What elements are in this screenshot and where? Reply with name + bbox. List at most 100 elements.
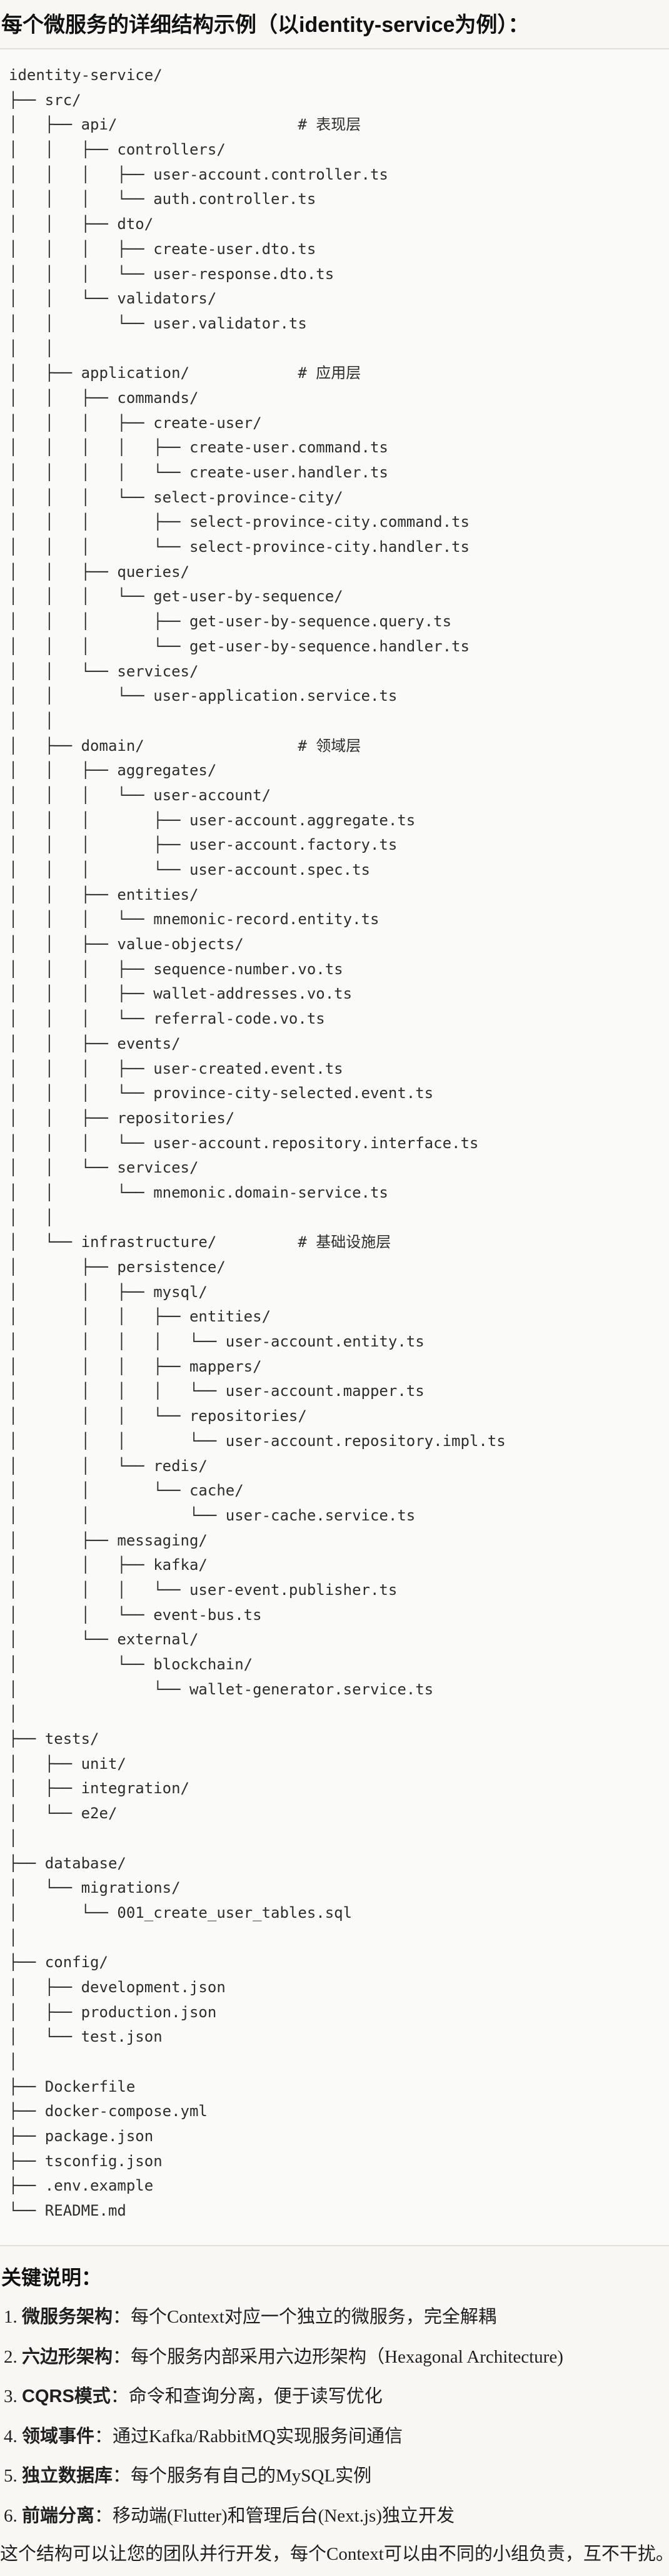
tree-line: │ ├── api/ # 表现层 bbox=[9, 116, 361, 134]
tree-line: │ │ │ └── mnemonic-record.entity.ts bbox=[9, 910, 380, 929]
tree-line: │ │ ├── controllers/ bbox=[9, 141, 226, 159]
tree-line: identity-service/ bbox=[9, 66, 163, 84]
tree-line: │ │ │ ├── mappers/ bbox=[9, 1357, 262, 1375]
tree-line: │ │ │ │ └── create-user.handler.ts bbox=[9, 464, 388, 481]
tree-line: │ │ └── cache/ bbox=[9, 1482, 244, 1500]
tree-line: │ │ │ ├── user-account.factory.ts bbox=[9, 836, 398, 854]
note-item: 2. 六边形架构：每个服务内部采用六边形架构（Hexagonal Archite… bbox=[4, 2344, 563, 2370]
tree-line: │ ├── application/ # 应用层 bbox=[9, 364, 361, 382]
tree-line: │ └── e2e/ bbox=[9, 1805, 118, 1823]
tree-line: │ └── external/ bbox=[9, 1631, 199, 1649]
tree-line: ├── src/ bbox=[9, 91, 81, 109]
note-item: 6. 前端分离：移动端(Flutter)和管理后台(Next.js)独立开发 bbox=[4, 2503, 455, 2528]
tree-line: │ │ ├── aggregates/ bbox=[9, 761, 217, 780]
note-number: 5. bbox=[4, 2466, 22, 2487]
tree-line: ├── tsconfig.json bbox=[9, 2152, 163, 2170]
tree-line: │ │ │ └── get-user-by-sequence/ bbox=[9, 588, 343, 606]
tree-line: │ │ ├── value-objects/ bbox=[9, 935, 244, 954]
note-key: 领域事件 bbox=[22, 2426, 95, 2446]
tree-line: │ │ └── event-bus.ts bbox=[9, 1606, 262, 1624]
note-key: 前端分离 bbox=[22, 2506, 95, 2526]
note-text: ：每个服务有自己的MySQL实例 bbox=[113, 2466, 372, 2487]
note-key: 独立数据库 bbox=[22, 2466, 113, 2487]
note-text: ：每个Context对应一个独立的微服务，完全解耦 bbox=[113, 2307, 496, 2327]
page-title: 每个微服务的详细结构示例（以identity-service为例）： bbox=[1, 13, 530, 37]
tree-line: │ │ │ ├── select-province-city.command.t… bbox=[9, 513, 470, 531]
tree-line: │ │ ├── entities/ bbox=[9, 885, 199, 904]
tree-line: │ │ │ └── select-province-city.handler.t… bbox=[9, 538, 470, 556]
tree-line: ├── Dockerfile bbox=[9, 2077, 136, 2095]
tree-line: │ └── migrations/ bbox=[9, 1879, 181, 1897]
tree-line: │ │ ├── mysql/ bbox=[9, 1283, 208, 1301]
tree-line: ├── .env.example bbox=[9, 2177, 154, 2195]
tree-line: │ ├── persistence/ bbox=[9, 1258, 226, 1276]
tree-line: │ ├── production.json bbox=[9, 2003, 217, 2021]
tree-line: │ │ └── user.validator.ts bbox=[9, 314, 307, 332]
tree-line: │ └── 001_create_user_tables.sql bbox=[9, 1903, 353, 1922]
tree-line: │ │ │ └── user-account/ bbox=[9, 786, 271, 804]
tree-line: │ │ │ └── user-event.publisher.ts bbox=[9, 1581, 398, 1599]
tree-line: │ └── test.json bbox=[9, 2028, 163, 2046]
tree-line: ├── package.json bbox=[9, 2127, 154, 2146]
note-number: 2. bbox=[4, 2346, 22, 2367]
note-key: 微服务架构 bbox=[22, 2307, 113, 2327]
note-item: 4. 领域事件：通过Kafka/RabbitMQ实现服务间通信 bbox=[4, 2424, 403, 2449]
tree-line: │ ├── domain/ # 领域层 bbox=[9, 736, 361, 755]
notes-heading: 关键说明： bbox=[1, 2266, 102, 2289]
tree-line: │ │ └── services/ bbox=[9, 1159, 199, 1177]
tree-line: └── README.md bbox=[9, 2202, 126, 2220]
tree-line: │ ├── integration/ bbox=[9, 1779, 189, 1798]
tree-line: │ │ └── mnemonic.domain-service.ts bbox=[9, 1183, 388, 1201]
summary-text: 这个结构可以让您的团队并行开发，每个Context可以由不同的小组负责，互不干扰… bbox=[0, 2544, 669, 2564]
tree-line: │ └── blockchain/ bbox=[9, 1656, 253, 1673]
note-key: 六边形架构 bbox=[22, 2346, 113, 2367]
tree-line: │ │ │ └── user-account.spec.ts bbox=[9, 861, 370, 878]
tree-line: │ │ └── validators/ bbox=[9, 290, 217, 308]
tree-line: │ │ └── services/ bbox=[9, 662, 199, 680]
tree-line: ├── tests/ bbox=[9, 1730, 99, 1748]
note-item: 3. CQRS模式：命令和查询分离，便于读写优化 bbox=[4, 2384, 383, 2409]
tree-line: │ │ │ └── get-user-by-sequence.handler.t… bbox=[9, 637, 470, 655]
tree-line: │ ├── unit/ bbox=[9, 1754, 126, 1773]
tree-line: │ └── infrastructure/ # 基础设施层 bbox=[9, 1233, 391, 1251]
tree-line: │ ├── development.json bbox=[9, 1978, 226, 1996]
tree-line: ├── database/ bbox=[9, 1854, 126, 1872]
tree-line: │ │ bbox=[9, 339, 54, 357]
tree-line: │ │ │ ├── get-user-by-sequence.query.ts bbox=[9, 613, 452, 631]
tree-line: │ │ ├── kafka/ bbox=[9, 1556, 208, 1574]
tree-line: │ │ │ ├── user-account.aggregate.ts bbox=[9, 811, 416, 829]
tree-line: │ │ bbox=[9, 1208, 54, 1226]
tree-line: │ bbox=[9, 1829, 18, 1847]
directory-tree-code-block: identity-service/ ├── src/ │ ├── api/ # 表现… bbox=[0, 48, 669, 2246]
note-number: 1. bbox=[4, 2307, 22, 2327]
tree-line: │ │ │ ├── sequence-number.vo.ts bbox=[9, 960, 343, 978]
tree-line: │ │ └── user-application.service.ts bbox=[9, 687, 398, 705]
tree-line: │ │ │ ├── entities/ bbox=[9, 1308, 271, 1326]
tree-line: │ │ ├── queries/ bbox=[9, 563, 189, 581]
tree-line: │ │ ├── dto/ bbox=[9, 215, 154, 233]
tree-line: │ │ │ └── referral-code.vo.ts bbox=[9, 1010, 325, 1028]
tree-line: ├── config/ bbox=[9, 1953, 108, 1972]
tree-line: │ │ │ └── province-city-selected.event.t… bbox=[9, 1084, 434, 1102]
tree-line: │ │ │ └── auth.controller.ts bbox=[9, 190, 316, 208]
tree-line: │ │ bbox=[9, 711, 54, 730]
tree-line: │ ├── messaging/ bbox=[9, 1531, 208, 1549]
note-text: ：通过Kafka/RabbitMQ实现服务间通信 bbox=[94, 2426, 403, 2446]
tree-line: │ │ │ └── repositories/ bbox=[9, 1407, 307, 1425]
tree-line: │ │ │ ├── user-created.event.ts bbox=[9, 1059, 343, 1077]
note-number: 6. bbox=[4, 2506, 22, 2526]
tree-line: │ └── wallet-generator.service.ts bbox=[9, 1680, 434, 1698]
tree-line: │ bbox=[9, 1705, 18, 1723]
tree-line: │ │ └── redis/ bbox=[9, 1457, 208, 1475]
tree-line: │ │ ├── repositories/ bbox=[9, 1109, 235, 1127]
tree-line: │ │ │ └── user-response.dto.ts bbox=[9, 265, 334, 283]
tree-line: │ │ ├── events/ bbox=[9, 1034, 181, 1052]
note-key: CQRS模式 bbox=[22, 2386, 111, 2407]
tree-line: │ │ └── user-cache.service.ts bbox=[9, 1506, 416, 1524]
tree-line: │ │ ├── commands/ bbox=[9, 389, 199, 407]
tree-line: │ │ │ │ ├── create-user.command.ts bbox=[9, 439, 388, 457]
note-text: ：每个服务内部采用六边形架构（Hexagonal Architecture) bbox=[113, 2346, 563, 2367]
note-number: 3. bbox=[4, 2386, 22, 2407]
tree-line: │ │ │ │ └── user-account.mapper.ts bbox=[9, 1382, 425, 1400]
tree-line: │ │ │ └── select-province-city/ bbox=[9, 488, 343, 506]
